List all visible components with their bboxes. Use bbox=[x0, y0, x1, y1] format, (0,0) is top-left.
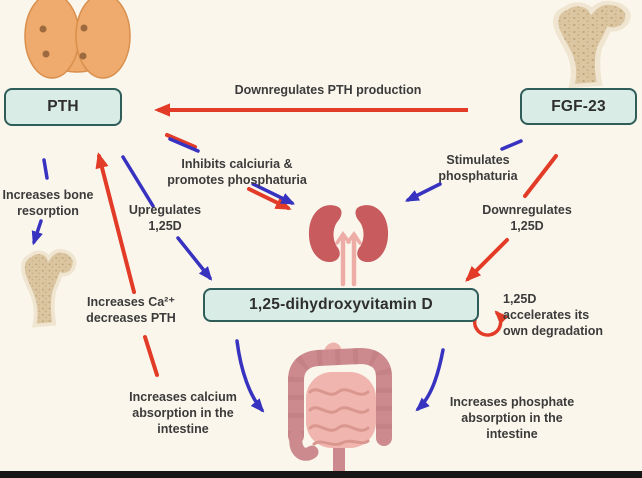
arrow-vitd-phosphate-intestine bbox=[415, 348, 445, 412]
arrow-fgf23-downregulates-125d bbox=[465, 154, 558, 282]
label-accelerates-own-degradation: 1,25D accelerates its own degradation bbox=[503, 292, 603, 338]
label-downregulates-pth-production: Downregulates PTH production bbox=[234, 83, 422, 97]
arrow-vitd-increases-ca-to-pth bbox=[95, 152, 159, 377]
arrow-vitd-calcium-intestine bbox=[235, 339, 265, 413]
label-phosphate-absorption: Increases phosphate absorption in the in… bbox=[449, 395, 575, 441]
label-inhibits-calciuria: Inhibits calciuria & promotes phosphatur… bbox=[167, 157, 307, 187]
intestine-icon bbox=[288, 342, 392, 476]
self-degradation-loop-icon bbox=[472, 310, 509, 337]
label-increases-bone-resorption: Increases bone resorption bbox=[2, 188, 94, 218]
arrow-pth-upregulates-125d bbox=[121, 155, 213, 281]
label-calcium-absorption: Increases calcium absorption in the inte… bbox=[129, 390, 237, 436]
fgf23-node: FGF-23 bbox=[520, 88, 637, 125]
pth-node: PTH bbox=[4, 88, 122, 126]
thyroid-parathyroid-icon bbox=[24, 0, 131, 79]
bottom-border-bar bbox=[0, 471, 642, 478]
label-increases-ca-decreases-pth: Increases Ca²⁺ decreases PTH bbox=[86, 295, 176, 325]
femur-bone-icon bbox=[20, 248, 77, 328]
arrow-pth-bone-resorption bbox=[31, 158, 49, 246]
arrow-pth-inhibits-calciuria-kidney bbox=[165, 133, 296, 210]
arrow-fgf23-stimulates-phosphaturia bbox=[404, 139, 523, 202]
label-upregulates-125d: Upregulates 1,25D bbox=[128, 203, 202, 233]
kidneys-icon bbox=[308, 205, 389, 287]
label-downregulates-125d: Downregulates 1,25D bbox=[482, 203, 572, 233]
label-stimulates-phosphaturia: Stimulates phosphaturia bbox=[438, 153, 518, 183]
vitamin-d-node: 1,25-dihydroxyvitamin D bbox=[203, 288, 479, 322]
femur-bone-icon bbox=[556, 3, 628, 86]
